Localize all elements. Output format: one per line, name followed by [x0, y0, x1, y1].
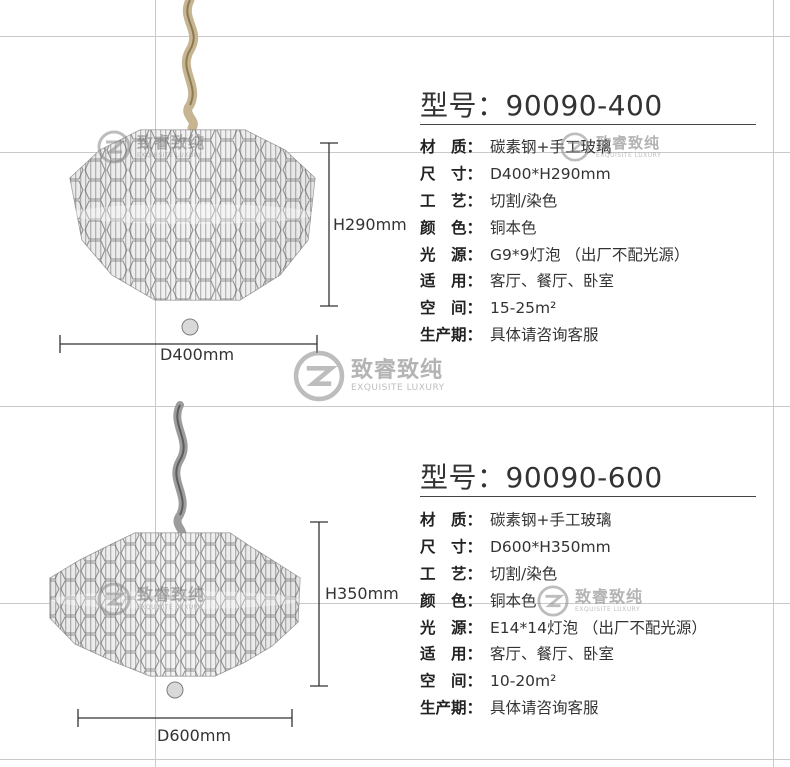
watermark-brand-en: EXQUISITE LUXURY — [137, 604, 203, 611]
brand-logo-icon — [537, 585, 569, 617]
width-dimension-label: D400mm — [160, 345, 235, 364]
brand-logo-icon — [560, 132, 590, 162]
spec-value: D600*H350mm — [490, 537, 611, 556]
chandelier-image-400 — [59, 0, 338, 353]
spec-value: E14*14灯泡 （出厂不配光源） — [490, 618, 707, 637]
guide-line — [0, 603, 790, 604]
spec-row-lead-time: 生产期： 具体请咨询客服 — [420, 322, 689, 349]
spec-value: 客厅、餐厅、卧室 — [490, 645, 615, 664]
watermark-brand-cn: 致睿致纯 — [137, 585, 206, 604]
spec-value: 10-20m² — [490, 672, 557, 691]
model-label: 型号： — [420, 461, 506, 494]
spec-value: 具体请咨询客服 — [490, 699, 599, 718]
spec-row-color: 颜 色： 铜本色 — [420, 215, 689, 242]
guide-line — [0, 36, 790, 37]
spec-row-usage: 适 用： 客厅、餐厅、卧室 — [420, 641, 707, 668]
spec-label: 生产期： — [420, 326, 483, 345]
spec-value: 铜本色 — [490, 218, 537, 237]
spec-row-light-source: 光 源： E14*14灯泡 （出厂不配光源） — [420, 615, 707, 642]
spec-label: 尺 寸： — [420, 537, 483, 556]
brand-logo-icon — [293, 350, 345, 402]
spec-label: 生产期： — [420, 699, 483, 718]
spec-label: 材 质： — [420, 138, 483, 156]
spec-row-craft: 工 艺： 切割/染色 — [420, 561, 707, 588]
spec-value: 15-25m² — [490, 299, 557, 318]
height-dimension-label: H290mm — [333, 215, 407, 234]
spec-value: 具体请咨询客服 — [490, 326, 599, 345]
model-title: 型号：90090-400 — [420, 84, 663, 124]
spec-value: 铜本色 — [490, 591, 537, 610]
guide-line — [0, 759, 790, 760]
spec-label: 尺 寸： — [420, 164, 483, 183]
spec-row-craft: 工 艺： 切割/染色 — [420, 188, 689, 215]
model-number: 90090-600 — [505, 461, 663, 494]
brand-watermark: 致睿致纯 EXQUISITE LUXURY — [97, 582, 205, 616]
watermark-brand-en: EXQUISITE LUXURY — [575, 606, 641, 613]
brand-watermark: 致睿致纯 EXQUISITE LUXURY — [560, 132, 661, 162]
chandelier-image-600 — [49, 401, 328, 727]
brand-watermark: 致睿致纯 EXQUISITE LUXURY — [97, 130, 205, 164]
spec-label: 颜 色： — [420, 218, 483, 237]
brand-logo-icon — [97, 582, 131, 616]
spec-label: 工 艺： — [420, 191, 483, 210]
guide-line — [0, 152, 790, 153]
title-underline — [420, 496, 756, 497]
model-label: 型号： — [420, 89, 506, 122]
spec-label: 空 间： — [420, 672, 483, 691]
watermark-brand-cn: 致睿致纯 — [137, 133, 206, 152]
spec-row-space: 空 间： 10-20m² — [420, 668, 707, 695]
spec-value: D400*H290mm — [490, 164, 611, 183]
spec-label: 工 艺： — [420, 564, 483, 583]
spec-label: 空 间： — [420, 299, 483, 318]
brand-logo-icon — [97, 130, 131, 164]
spec-row-space: 空 间： 15-25m² — [420, 295, 689, 322]
watermark-brand-cn: 致睿致纯 — [596, 133, 661, 152]
spec-value: 切割/染色 — [490, 564, 558, 583]
spec-value: G9*9灯泡 （出厂不配光源） — [490, 245, 690, 264]
brand-watermark: 致睿致纯 EXQUISITE LUXURY — [293, 350, 445, 402]
spec-label: 颜 色： — [420, 591, 483, 610]
watermark-brand-en: EXQUISITE LUXURY — [351, 382, 445, 393]
watermark-brand-cn: 致睿致纯 — [575, 587, 644, 606]
brand-watermark: 致睿致纯 EXQUISITE LUXURY — [537, 585, 643, 617]
model-number: 90090-400 — [505, 89, 663, 122]
spec-value: 切割/染色 — [490, 191, 558, 210]
spec-label: 光 源： — [420, 618, 483, 637]
spec-row-size: 尺 寸： D400*H290mm — [420, 161, 689, 188]
watermark-brand-en: EXQUISITE LUXURY — [596, 151, 662, 159]
watermark-brand-cn: 致睿致纯 — [351, 357, 444, 383]
spec-row-usage: 适 用： 客厅、餐厅、卧室 — [420, 268, 689, 295]
spec-row-material: 材 质： 碳素钢+手工玻璃 — [420, 507, 707, 534]
guide-line — [155, 0, 156, 767]
spec-label: 光 源： — [420, 245, 483, 264]
spec-row-size: 尺 寸： D600*H350mm — [420, 534, 707, 561]
watermark-brand-en: EXQUISITE LUXURY — [137, 152, 203, 159]
spec-label: 适 用： — [420, 645, 483, 664]
spec-row-color: 颜 色： 铜本色 — [420, 588, 707, 615]
spec-value: 碳素钢+手工玻璃 — [490, 511, 612, 529]
guide-line — [0, 406, 790, 407]
spec-list: 材 质： 碳素钢+手工玻璃 尺 寸： D600*H350mm 工 艺： 切割/染色 颜… — [420, 507, 707, 722]
model-title: 型号：90090-600 — [420, 456, 663, 496]
spec-row-light-source: 光 源： G9*9灯泡 （出厂不配光源） — [420, 242, 689, 269]
title-underline — [420, 124, 756, 125]
width-dimension-label: D600mm — [157, 726, 232, 745]
spec-row-lead-time: 生产期： 具体请咨询客服 — [420, 695, 707, 722]
spec-label: 适 用： — [420, 272, 483, 291]
spec-label: 材 质： — [420, 511, 483, 529]
guide-line — [773, 0, 774, 767]
spec-value: 客厅、餐厅、卧室 — [490, 272, 615, 291]
spec-list: 材 质：碳素钢+手工玻璃 尺 寸：D400*H290mm 工 艺：切割/染色 颜… — [420, 134, 689, 349]
height-dimension-label: H350mm — [325, 584, 399, 603]
